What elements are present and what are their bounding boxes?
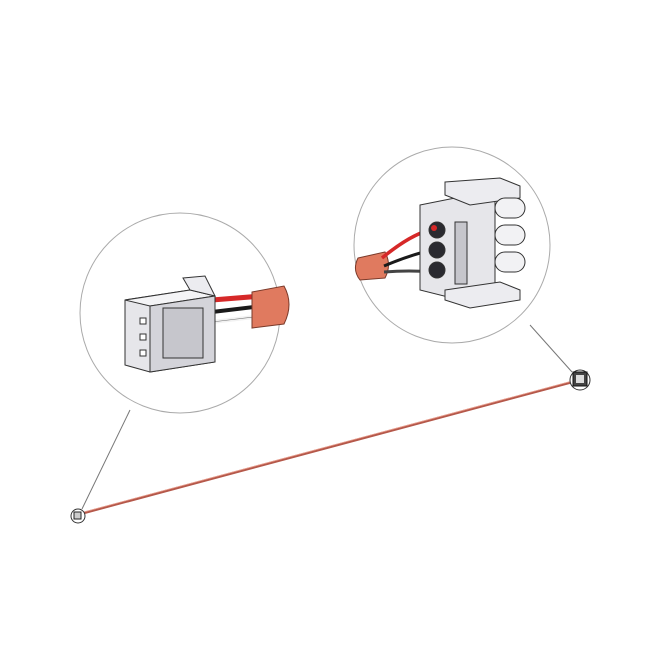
cable [79, 379, 577, 516]
left-callout-leader [81, 409, 131, 510]
left-callout-detail [79, 212, 290, 414]
left-end-connector [70, 508, 86, 524]
right-end-connector [569, 369, 591, 391]
right-callout-detail [353, 146, 551, 344]
right-callout-leader [529, 324, 573, 373]
cable-highlight [79, 379, 577, 514]
